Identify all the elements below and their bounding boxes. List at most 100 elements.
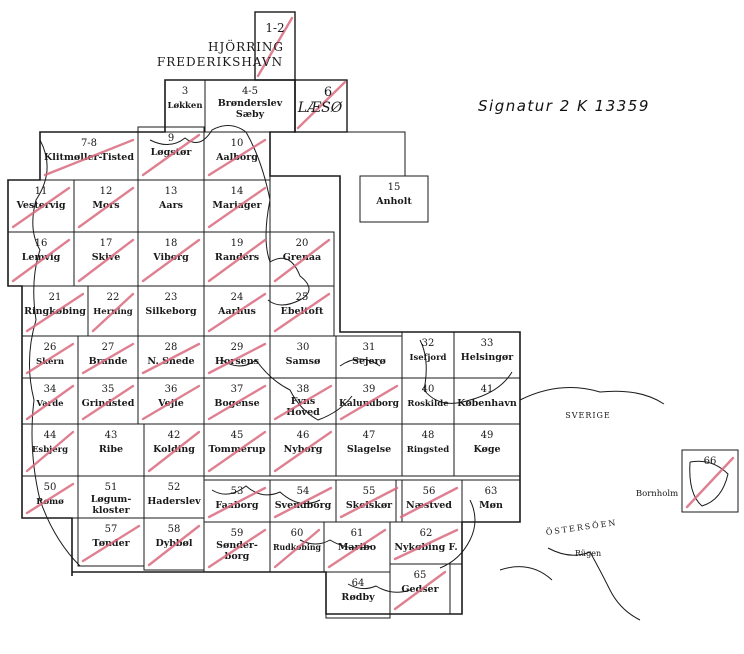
handwritten-sheet-6: 6 xyxy=(324,85,332,100)
cross-out-mark xyxy=(339,384,399,421)
sheet-name: Haderslev xyxy=(147,496,201,507)
sheet-name: Aars xyxy=(158,200,183,211)
sheet-name: Køge xyxy=(473,444,500,455)
sheet-name: Faaborg xyxy=(215,500,259,511)
handwritten-sheet-range: 1-2 xyxy=(265,21,284,35)
sheet-number: 17 xyxy=(100,238,113,249)
cross-out-mark xyxy=(327,528,387,569)
sheet-name: Skern xyxy=(36,357,64,367)
sheet-number: 44 xyxy=(44,430,57,441)
sheet-number: 12 xyxy=(100,186,113,197)
sheet-cell-63 xyxy=(461,479,521,523)
cross-out-mark xyxy=(11,186,71,229)
coastline-4 xyxy=(339,358,381,367)
sheet-name: Rødby xyxy=(341,592,375,603)
sheet-name: Roskilde xyxy=(407,399,449,409)
cross-out-mark xyxy=(25,430,75,473)
sheet-name-line2: borg xyxy=(225,551,250,562)
sheet-name: København xyxy=(457,398,517,409)
cross-out-mark xyxy=(207,384,267,421)
sheet-name: Løgstør xyxy=(151,147,193,158)
sheet-name-line2: Sæby xyxy=(236,109,265,120)
sheet-number: 57 xyxy=(105,524,118,535)
cross-out-mark xyxy=(207,430,267,473)
sheet-name: Brande xyxy=(89,356,128,367)
sheet-number: 15 xyxy=(388,182,401,193)
sheet-number: 48 xyxy=(422,430,435,441)
cross-out-mark xyxy=(11,238,71,283)
cross-out-mark xyxy=(141,238,201,283)
sheet-number: 66 xyxy=(704,456,717,467)
sheet-name: Sønder- xyxy=(216,540,258,551)
coastline-8 xyxy=(547,547,641,621)
cross-out-mark xyxy=(273,238,331,283)
cross-out-mark xyxy=(81,342,135,375)
sheet-name-line2: Hoved xyxy=(286,407,320,418)
cross-out-mark xyxy=(43,138,135,177)
sheet-number: 4-5 xyxy=(242,86,258,97)
sheet-name: Horsens xyxy=(215,356,259,367)
sheet-number: 56 xyxy=(423,486,436,497)
sheet-number: 50 xyxy=(44,482,57,493)
sheet-name: Næstved xyxy=(406,500,452,511)
coastline-5 xyxy=(419,339,513,404)
sheet-name: N. Snede xyxy=(147,356,194,367)
cross-out-mark xyxy=(207,486,267,519)
cross-out-mark xyxy=(91,292,135,333)
sheet-number: 19 xyxy=(231,238,244,249)
cross-out-mark xyxy=(77,238,135,283)
cross-out-mark xyxy=(296,80,347,130)
sheet-name: Løgum- xyxy=(91,494,132,505)
cross-out-mark xyxy=(77,186,135,229)
cross-out-mark xyxy=(141,384,201,421)
handwriting-layer: 1-2HJÖRRINGFREDERIKSHAVN6LÆSØSVERIGEBorn… xyxy=(157,21,678,558)
cross-out-mark xyxy=(273,486,333,519)
sheet-number: 51 xyxy=(105,482,118,493)
coastline-6 xyxy=(519,387,665,405)
sheet-number: 63 xyxy=(485,486,498,497)
cross-out-mark xyxy=(141,342,201,375)
sheet-name: Nyborg xyxy=(284,444,323,455)
sheet-number: 64 xyxy=(352,578,365,589)
coastline-layer xyxy=(29,125,729,621)
sheet-name: Nykøbing F. xyxy=(394,542,457,553)
cross-out-mark xyxy=(147,430,201,473)
cross-out-mark xyxy=(256,16,294,78)
sheet-name: Tommerup xyxy=(208,444,265,455)
cross-out-mark xyxy=(81,524,141,563)
cross-out-mark xyxy=(207,186,267,229)
sheet-name-line2: kloster xyxy=(92,505,130,516)
sheet-number: 13 xyxy=(165,186,178,197)
cross-out-mark xyxy=(273,528,321,569)
sheet-number: 35 xyxy=(102,384,115,395)
sheet-number: 25 xyxy=(296,292,309,303)
sheet-number: 31 xyxy=(363,342,376,353)
coastline-12 xyxy=(347,583,411,593)
cross-out-mark xyxy=(207,138,267,177)
sheet-number: 59 xyxy=(231,528,244,539)
sheet-name: Ringsted xyxy=(407,445,450,455)
sheet-name: Mors xyxy=(92,200,119,211)
sheet-name: Brønderslev xyxy=(218,98,283,109)
sheet-number: 49 xyxy=(481,430,494,441)
sheet-name: Anholt xyxy=(375,196,412,207)
sheet-number: 14 xyxy=(231,186,244,197)
sheet-number: 10 xyxy=(231,138,244,149)
cross-out-mark xyxy=(393,570,447,611)
sheet-number: 46 xyxy=(297,430,310,441)
sheet-number: 16 xyxy=(35,238,48,249)
sheet-number: 62 xyxy=(420,528,433,539)
sheet-number: 32 xyxy=(422,338,435,349)
sheet-number: 45 xyxy=(231,430,244,441)
sheet-number: 54 xyxy=(297,486,310,497)
sheet-cell-15 xyxy=(359,175,429,223)
cross-out-mark xyxy=(273,384,333,421)
coastline-3 xyxy=(221,359,353,421)
sheet-name: Rømø xyxy=(36,497,64,507)
cross-out-mark xyxy=(207,292,267,333)
sheet-number: 24 xyxy=(231,292,244,303)
sheet-number: 28 xyxy=(165,342,178,353)
sheet-name: Slagelse xyxy=(347,444,391,455)
sheet-number: 30 xyxy=(297,342,310,353)
